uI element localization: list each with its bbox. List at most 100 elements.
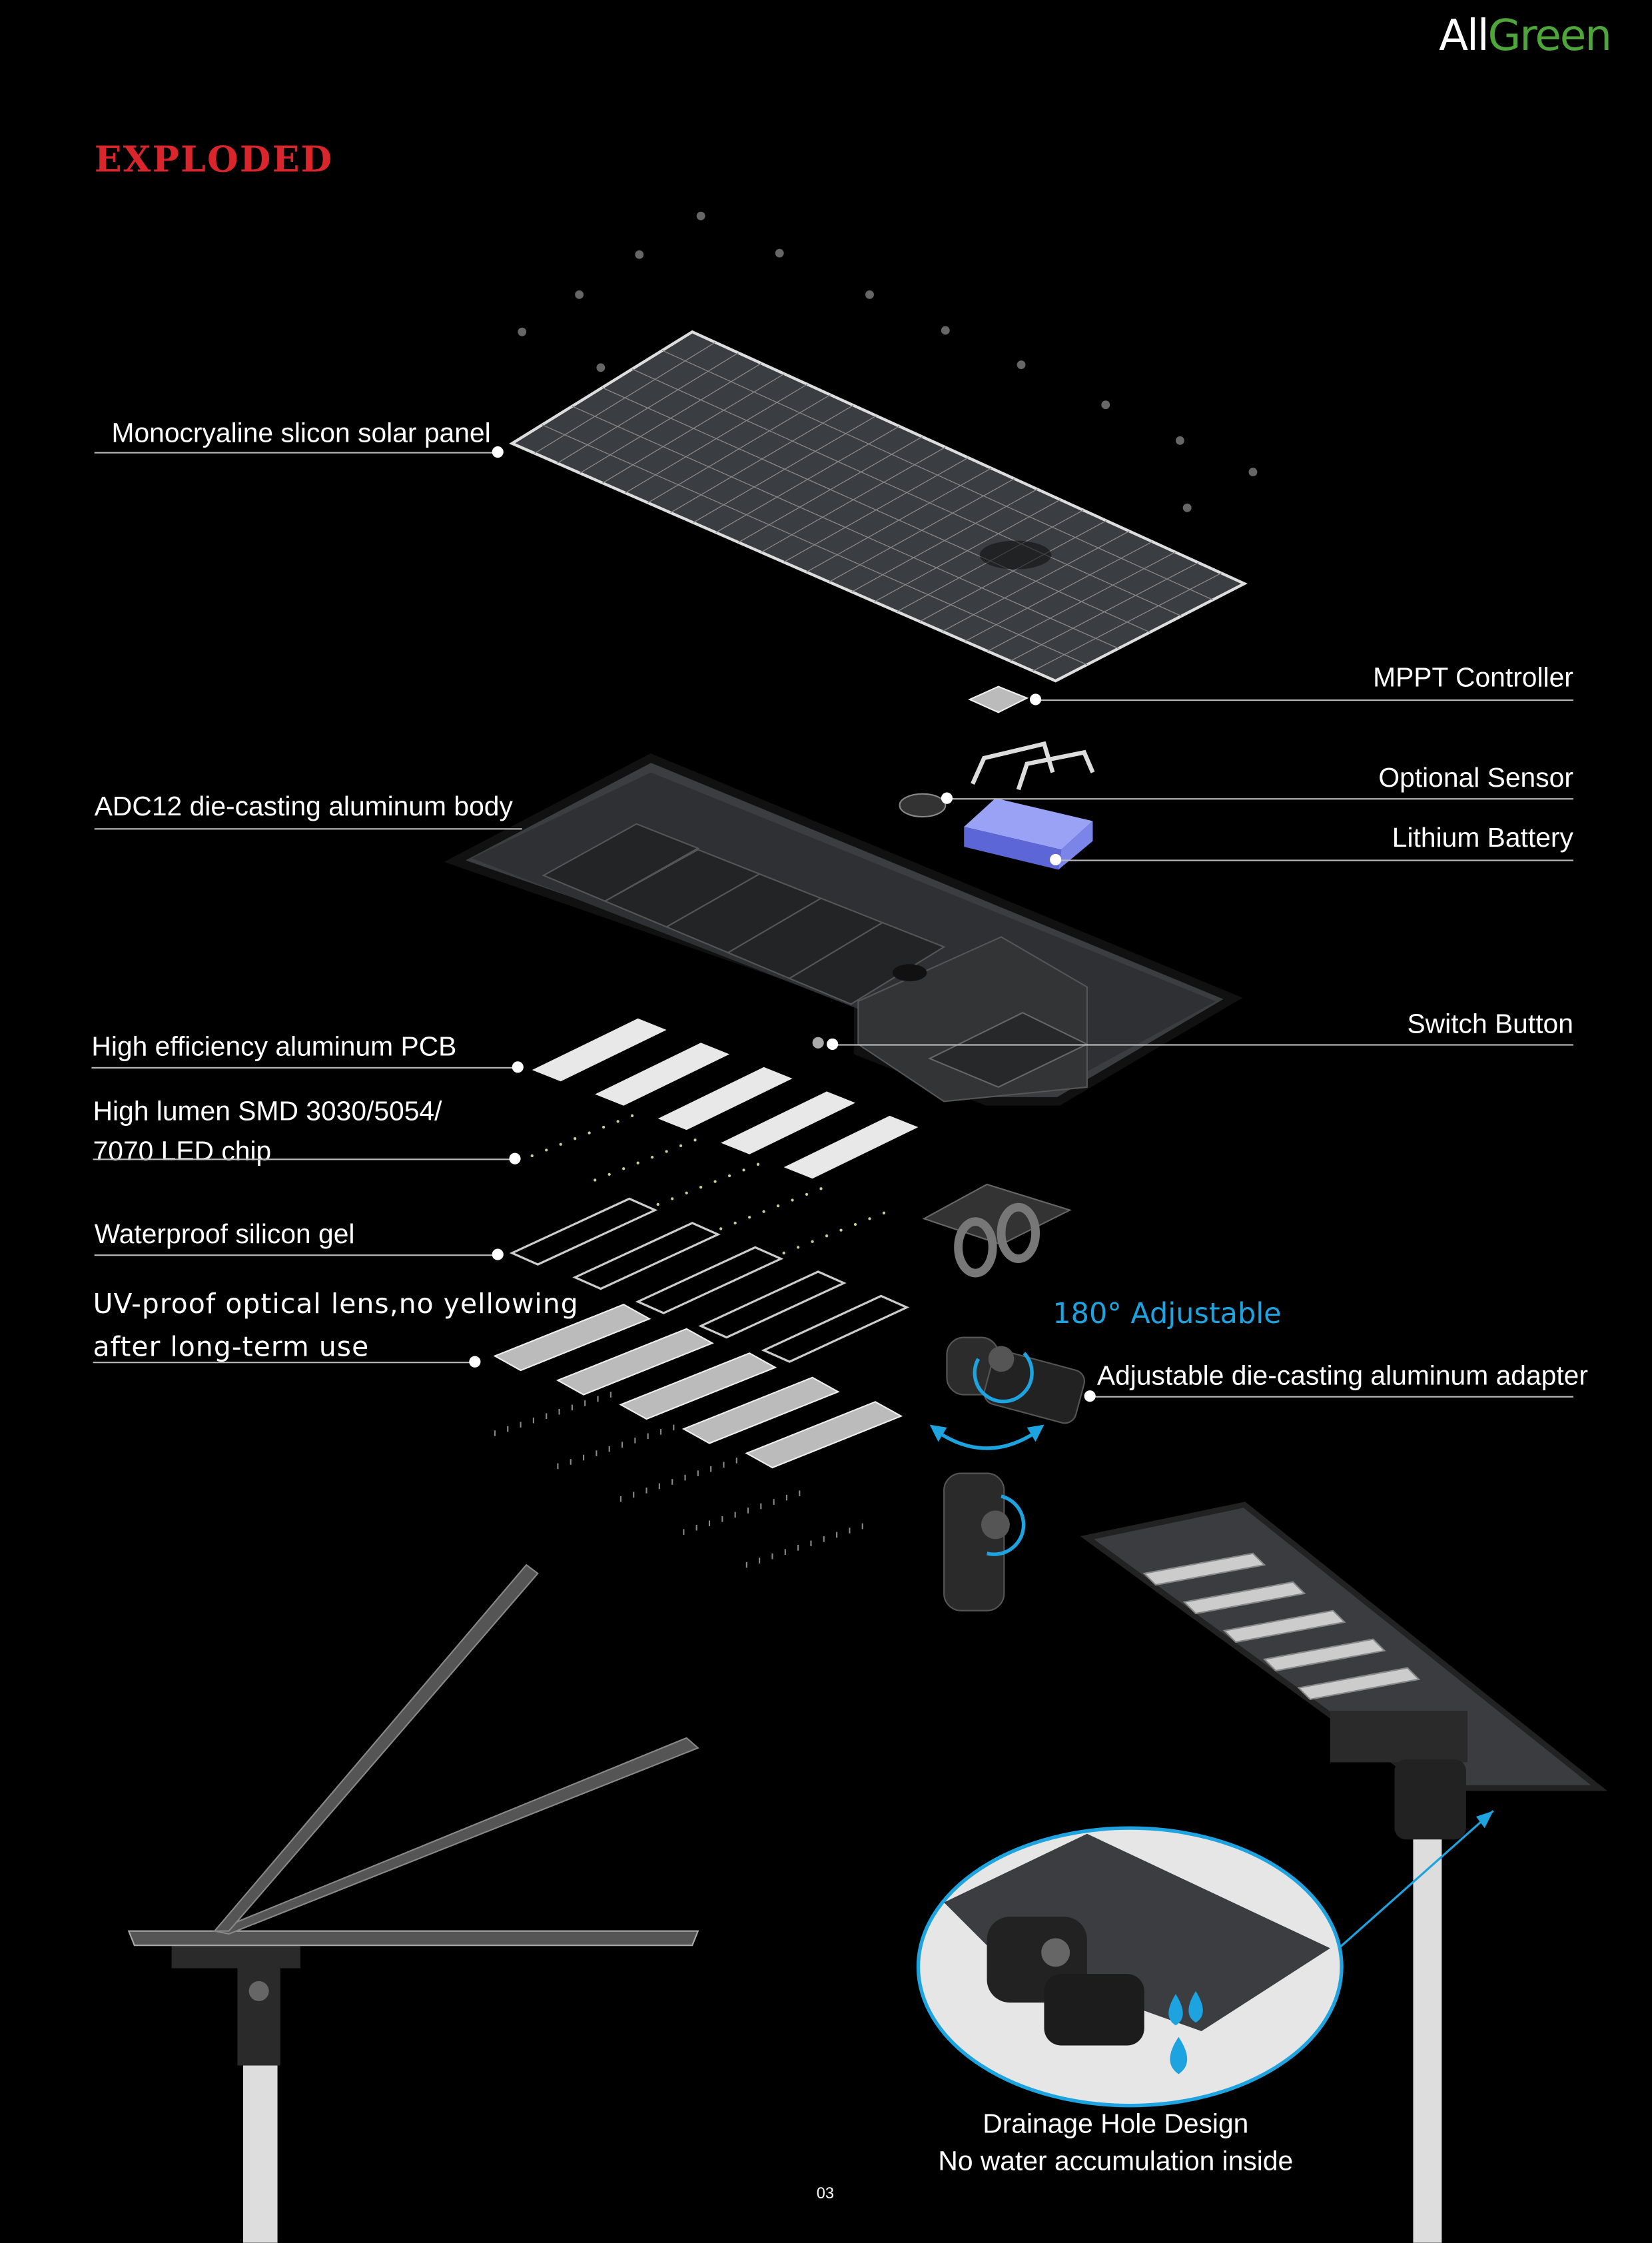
led-chip bbox=[819, 1187, 823, 1190]
led-chip bbox=[811, 1240, 814, 1243]
led-chip bbox=[622, 1167, 625, 1170]
page-title: EXPLODED bbox=[94, 139, 334, 181]
silicon-gel bbox=[572, 1222, 721, 1290]
leader-line bbox=[947, 798, 1573, 800]
led-chip bbox=[756, 1162, 760, 1166]
panel-grid-line bbox=[602, 387, 1150, 633]
led-chip bbox=[574, 1137, 577, 1140]
aluminum-pcb bbox=[532, 1018, 667, 1082]
label-lens-2: after long-term use bbox=[93, 1332, 370, 1364]
leader-line bbox=[1035, 699, 1573, 701]
led-chip bbox=[636, 1161, 639, 1164]
leader-line bbox=[1055, 859, 1573, 861]
optical-lens bbox=[745, 1401, 903, 1469]
mppt-controller bbox=[968, 685, 1029, 713]
leader-line bbox=[1090, 1396, 1573, 1398]
aluminum-pcb bbox=[721, 1091, 856, 1154]
led-chip bbox=[679, 1144, 683, 1148]
label-drain-2: No water accumulation inside bbox=[938, 2146, 1294, 2178]
panel-grid-line bbox=[661, 350, 1214, 600]
led-chip bbox=[882, 1211, 886, 1214]
label-mppt: MPPT Controller bbox=[1373, 664, 1573, 694]
led-chip bbox=[825, 1234, 829, 1238]
label-drain-1: Drainage Hole Design bbox=[983, 2110, 1249, 2140]
led-chip bbox=[782, 1251, 785, 1255]
panel-grid-line bbox=[542, 424, 1088, 666]
led-chip bbox=[868, 1217, 871, 1220]
solar-panel bbox=[509, 330, 1248, 683]
led-chip bbox=[685, 1191, 688, 1194]
led-chip bbox=[699, 1186, 703, 1189]
panel-grid-line bbox=[572, 406, 1119, 649]
leader-line bbox=[91, 1067, 518, 1069]
optical-lens bbox=[681, 1376, 840, 1444]
led-chip bbox=[630, 1114, 634, 1117]
label-led-2: 7070 LED chip bbox=[93, 1137, 272, 1168]
lithium-battery bbox=[964, 798, 1093, 870]
leader-line bbox=[94, 452, 498, 454]
label-sensor: Optional Sensor bbox=[1378, 763, 1573, 794]
led-chip bbox=[671, 1197, 674, 1200]
leader-dot bbox=[492, 446, 504, 458]
screws bbox=[518, 211, 1258, 512]
aluminum-pcb bbox=[595, 1043, 730, 1106]
leader-dot bbox=[941, 792, 953, 804]
leader-line bbox=[93, 1362, 475, 1364]
optical-lens bbox=[619, 1352, 777, 1420]
led-chip bbox=[656, 1202, 659, 1206]
page-number: 03 bbox=[816, 2185, 835, 2203]
installed-lamp bbox=[1080, 1502, 1607, 2243]
silicon-gel bbox=[635, 1246, 784, 1314]
label-lens-1: UV-proof optical lens,no yellowing bbox=[93, 1288, 579, 1320]
led-chip bbox=[616, 1120, 620, 1123]
adapter bbox=[922, 1183, 1085, 1611]
leader-dot bbox=[512, 1061, 524, 1073]
label-body: ADC12 die-casting aluminum body bbox=[94, 792, 513, 823]
silicon-gel bbox=[509, 1197, 658, 1266]
logo-text-green: Green bbox=[1487, 11, 1613, 62]
led-chip bbox=[608, 1172, 611, 1176]
panel-grid-line bbox=[631, 368, 1182, 617]
leader-line bbox=[93, 1158, 515, 1160]
led-chip bbox=[727, 1174, 731, 1178]
leader-line bbox=[94, 1254, 498, 1256]
led-chip bbox=[742, 1168, 745, 1172]
leader-dot bbox=[1050, 853, 1062, 866]
leader-dot bbox=[469, 1356, 481, 1368]
silicon-gel bbox=[761, 1294, 910, 1363]
label-pcb: High efficiency aluminum PCB bbox=[91, 1033, 457, 1063]
led-chip bbox=[530, 1154, 534, 1158]
led-chip bbox=[762, 1210, 765, 1213]
leader-dot bbox=[492, 1248, 504, 1260]
aluminum-body bbox=[444, 753, 1243, 1106]
led-chip bbox=[796, 1246, 800, 1249]
optical-lens bbox=[493, 1304, 651, 1372]
drainage-inset bbox=[916, 1826, 1344, 2108]
leader-dot bbox=[827, 1038, 839, 1051]
led-chip bbox=[713, 1180, 717, 1183]
label-battery: Lithium Battery bbox=[1392, 823, 1573, 854]
led-chip bbox=[805, 1192, 809, 1196]
optical-lens bbox=[556, 1328, 714, 1396]
led-chip bbox=[559, 1142, 562, 1146]
leader-line bbox=[832, 1044, 1573, 1046]
aluminum-pcb bbox=[783, 1115, 919, 1179]
silicon-gel bbox=[698, 1270, 847, 1339]
label-gel: Waterproof silicon gel bbox=[94, 1220, 355, 1250]
led-chip bbox=[545, 1148, 548, 1152]
led-chip bbox=[747, 1216, 751, 1219]
led-chip bbox=[650, 1155, 654, 1159]
led-chip bbox=[588, 1131, 591, 1134]
led-chip bbox=[776, 1204, 780, 1208]
switch-button bbox=[812, 1037, 824, 1049]
sensor-bracket bbox=[971, 741, 1095, 791]
leader-dot bbox=[1084, 1390, 1096, 1402]
label-switch: Switch Button bbox=[1407, 1009, 1573, 1041]
leader-line bbox=[94, 828, 522, 830]
led-chip bbox=[602, 1125, 606, 1129]
led-chip bbox=[719, 1227, 723, 1230]
label-adjustable: 180° Adjustable bbox=[1052, 1296, 1282, 1330]
label-adapter: Adjustable die-casting aluminum adapter bbox=[1096, 1362, 1588, 1392]
led-chip bbox=[853, 1222, 857, 1226]
